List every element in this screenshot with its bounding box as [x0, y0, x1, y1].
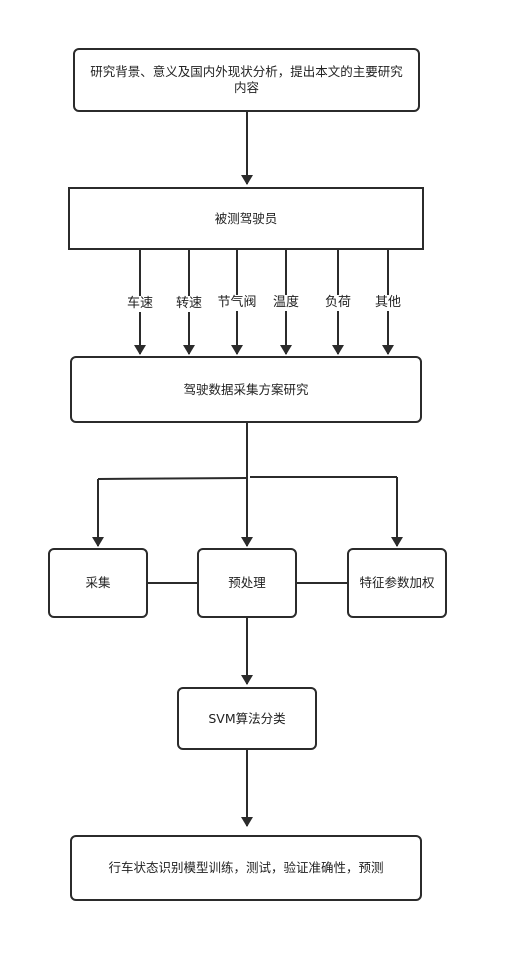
svm-classification-box: SVM算法分类	[177, 687, 317, 750]
signal-label-temperature: 温度	[271, 295, 301, 311]
svm-classification-text: SVM算法分类	[208, 710, 286, 726]
collection-text: 采集	[85, 575, 111, 590]
data-collection-plan-text: 驾驶数据采集方案研究	[183, 381, 309, 397]
data-collection-plan-box: 驾驶数据采集方案研究	[70, 356, 422, 423]
preprocessing-text: 预处理	[228, 575, 266, 590]
model-training-text: 行车状态识别模型训练，测试，验证准确性，预测	[108, 860, 384, 875]
signal-label-speed: 车速	[125, 296, 155, 312]
feature-weighting-box: 特征参数加权	[347, 548, 447, 618]
branch-left-horizontal	[97, 477, 248, 480]
model-training-box: 行车状态识别模型训练，测试，验证准确性，预测	[70, 835, 422, 901]
signal-label-other: 其他	[373, 295, 403, 311]
driver-tested-box: 被测驾驶员	[68, 187, 424, 250]
preprocessing-box: 预处理	[197, 548, 297, 618]
collection-box: 采集	[48, 548, 148, 618]
driver-tested-text: 被测驾驶员	[214, 210, 278, 226]
signal-label-rpm: 转速	[174, 296, 204, 312]
feature-weighting-text: 特征参数加权	[359, 575, 435, 590]
research-background-text: 研究背景、意义及国内外现状分析，提出本文的主要研究内容	[90, 64, 403, 95]
signal-label-load: 负荷	[323, 295, 353, 311]
research-background-box: 研究背景、意义及国内外现状分析，提出本文的主要研究内容	[73, 48, 420, 112]
signal-label-throttle: 节气阀	[216, 295, 258, 311]
